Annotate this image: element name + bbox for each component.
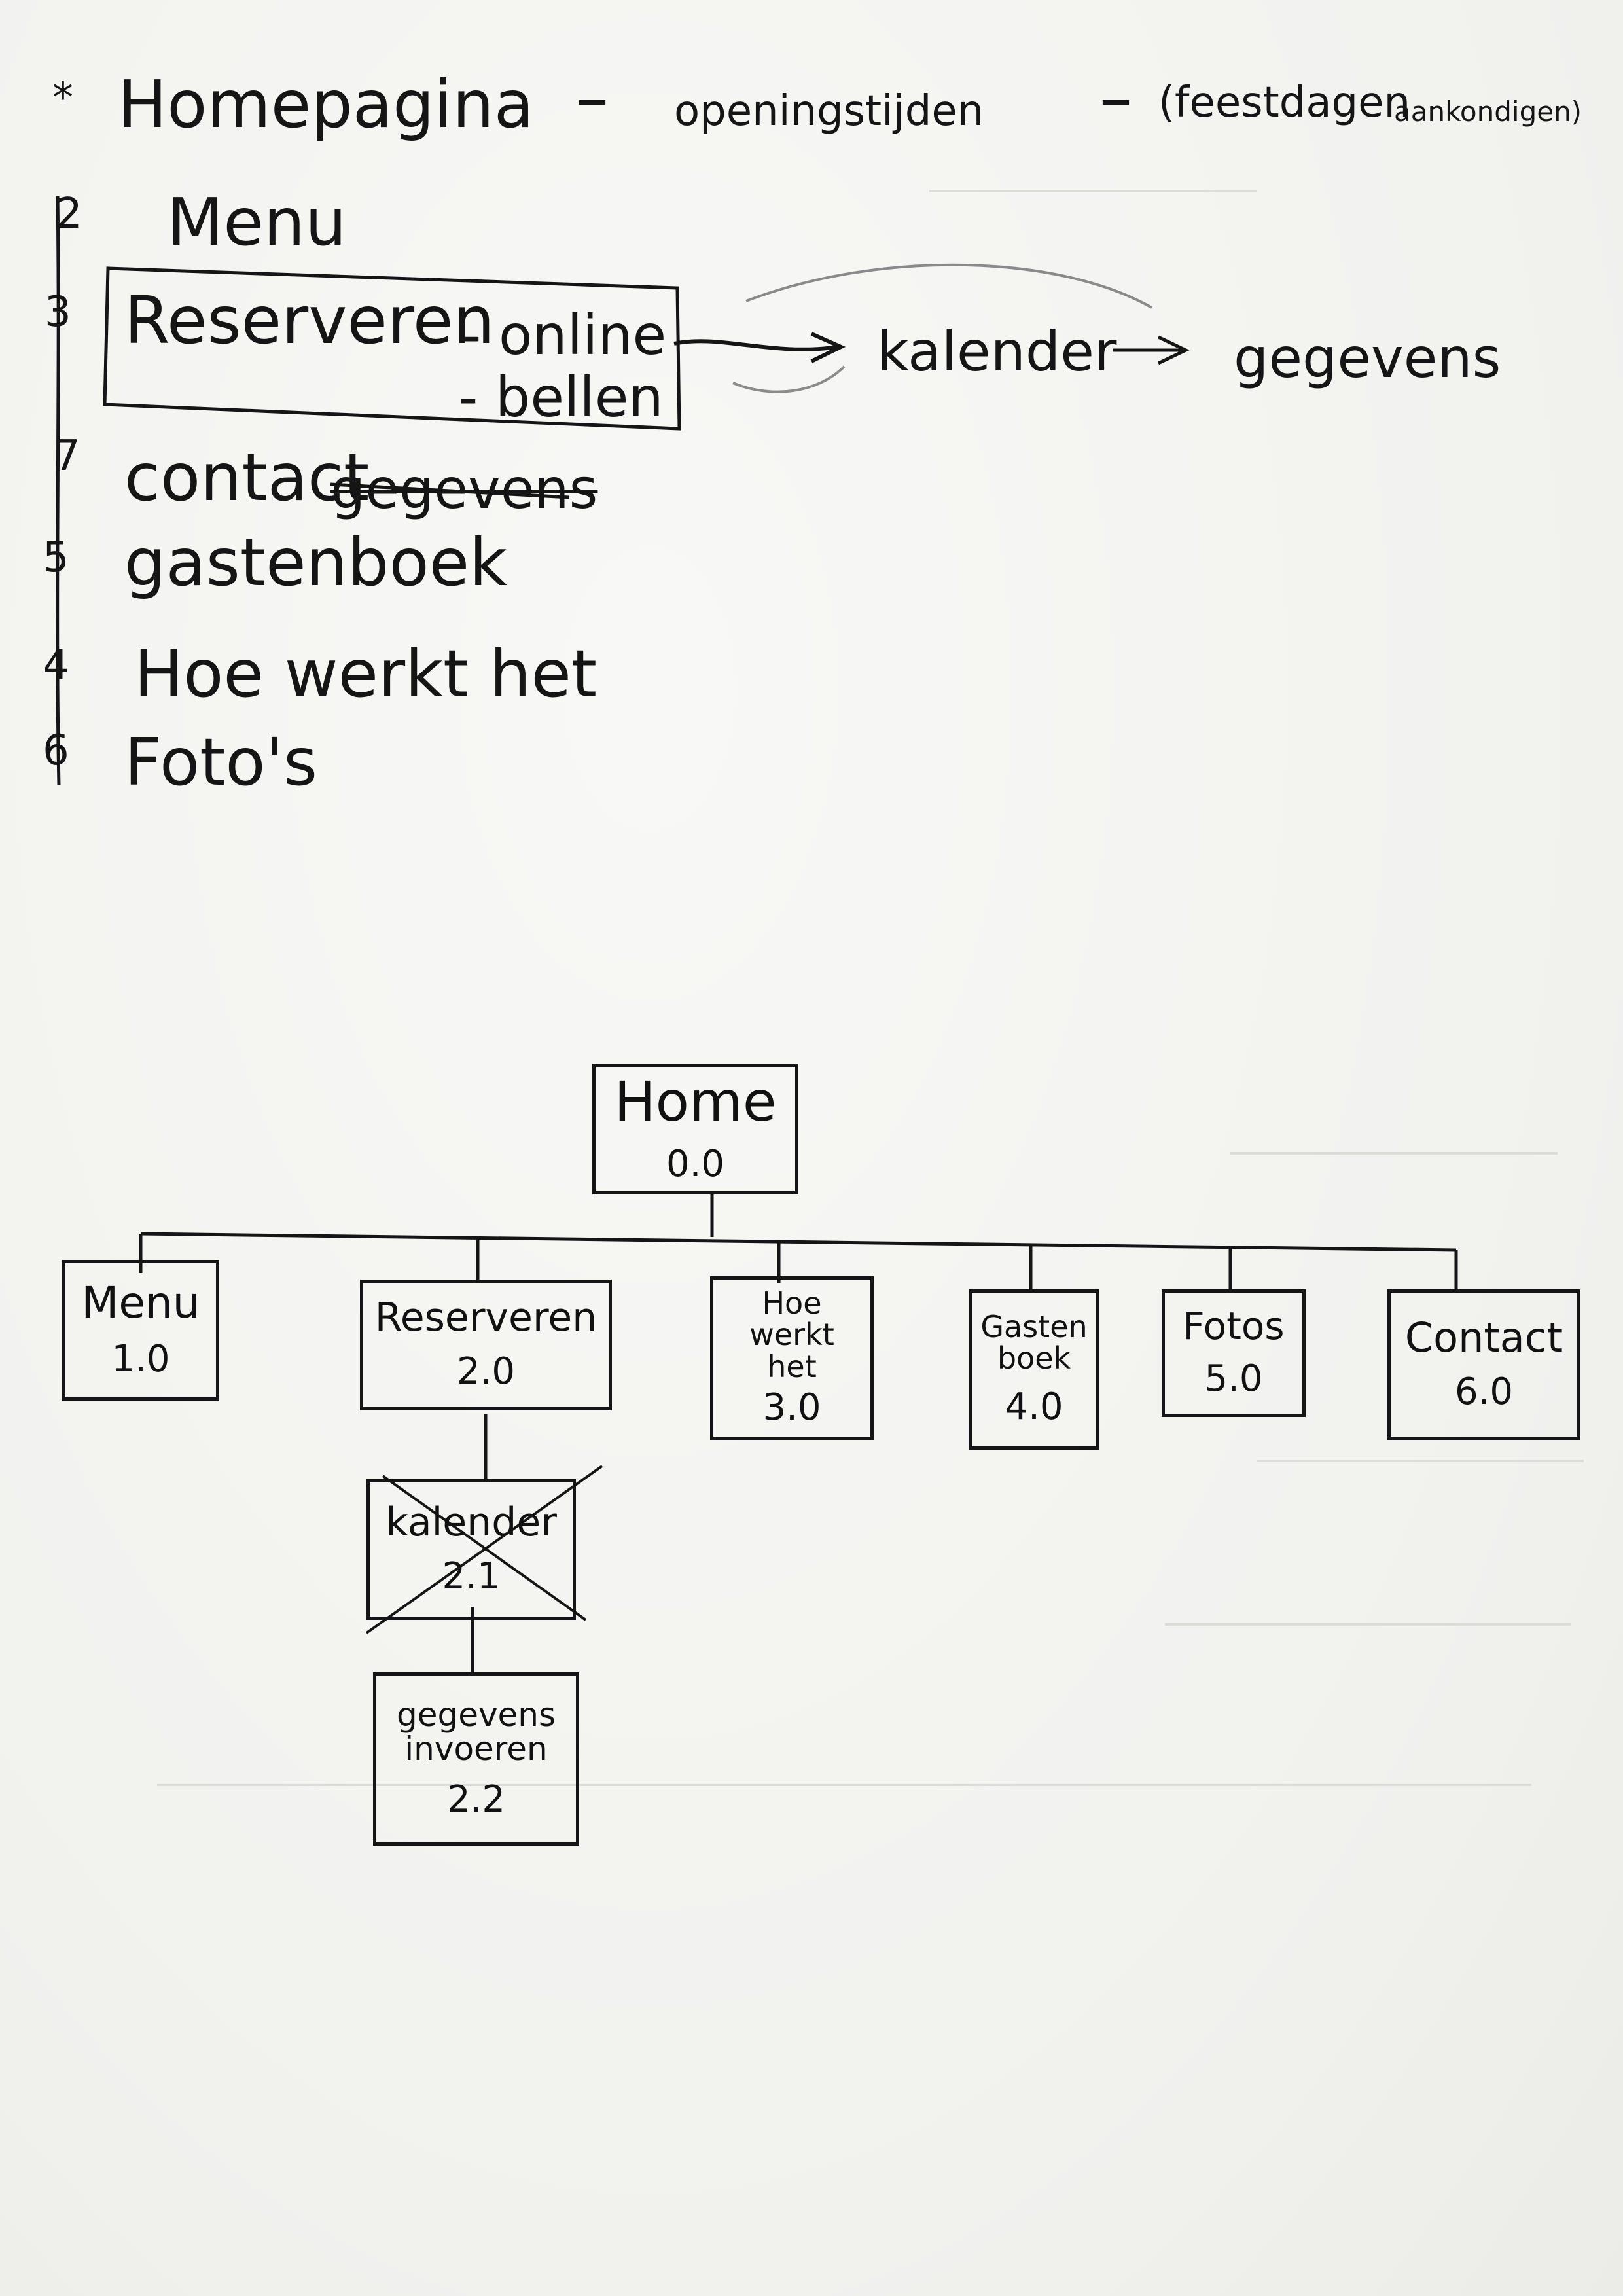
sitemap-node-fotos: Fotos 5.0 — [1162, 1289, 1306, 1417]
node-number: 4.0 — [1005, 1386, 1063, 1429]
list-item-hoe-werkt-het: Hoe werkt het — [134, 636, 597, 712]
node-number: 2.2 — [446, 1778, 506, 1821]
sitemap-node-hoe-werkt-het: Hoe werkt het 3.0 — [710, 1276, 874, 1440]
sitemap-node-contact: Contact 6.0 — [1387, 1289, 1580, 1440]
flow-gegevens: gegevens — [1234, 326, 1501, 390]
node-label: Gasten boek — [980, 1308, 1088, 1376]
list-number: 2 — [56, 190, 82, 238]
node-label: Menu — [81, 1278, 200, 1329]
list-number: 6 — [43, 726, 69, 775]
dash: – — [1099, 60, 1132, 136]
node-label: Fotos — [1183, 1303, 1285, 1348]
aankondigen-note: aankondigen) — [1394, 96, 1582, 128]
node-label: gegevens invoeren — [396, 1695, 556, 1768]
list-number: 3 — [45, 288, 71, 336]
list-item-gastenboek: gastenboek — [124, 524, 508, 601]
list-item-contact: contact — [124, 439, 370, 516]
flow-kalender: kalender — [877, 319, 1117, 384]
node-label: Contact — [1404, 1313, 1563, 1361]
node-number: 3.0 — [762, 1386, 821, 1429]
list-item-fotos: Foto's — [124, 724, 318, 800]
dash: – — [576, 60, 609, 136]
node-number: 2.0 — [456, 1350, 516, 1393]
homepage-title: Homepagina — [118, 66, 534, 143]
node-number: 2.1 — [442, 1554, 501, 1598]
sitemap-node-gegevens-invoeren: gegevens invoeren 2.2 — [373, 1672, 579, 1846]
node-number: 6.0 — [1454, 1371, 1514, 1414]
sitemap-node-gastenboek: Gasten boek 4.0 — [969, 1289, 1099, 1450]
reserveren-option-online: - online — [461, 303, 667, 367]
sitemap-node-kalender: kalender 2.1 — [366, 1479, 576, 1620]
list-item-struck-text: gegevens — [330, 457, 598, 521]
node-number: 1.0 — [111, 1337, 170, 1380]
list-number: 5 — [43, 533, 69, 582]
sitemap-node-home: Home 0.0 — [592, 1064, 798, 1194]
node-label: Reserveren — [374, 1295, 597, 1340]
node-label: kalender — [385, 1499, 557, 1545]
feestdagen-note: (feestdagen — [1158, 79, 1411, 127]
list-item-reserveren: Reserveren — [124, 282, 495, 359]
list-item-menu: Menu — [167, 184, 347, 260]
node-label: Home — [614, 1069, 777, 1134]
list-number: 7 — [54, 432, 80, 480]
node-label: Hoe werkt het — [749, 1285, 834, 1384]
node-number: 5.0 — [1204, 1357, 1263, 1401]
node-number: 0.0 — [666, 1142, 725, 1185]
sitemap-node-reserveren: Reserveren 2.0 — [360, 1280, 612, 1410]
title-marker: * — [52, 74, 73, 122]
openingstijden-note: openingstijden — [674, 87, 984, 135]
reserveren-option-bellen: - bellen — [458, 365, 664, 429]
sitemap-node-menu: Menu 1.0 — [62, 1260, 219, 1401]
list-number: 4 — [43, 641, 69, 690]
